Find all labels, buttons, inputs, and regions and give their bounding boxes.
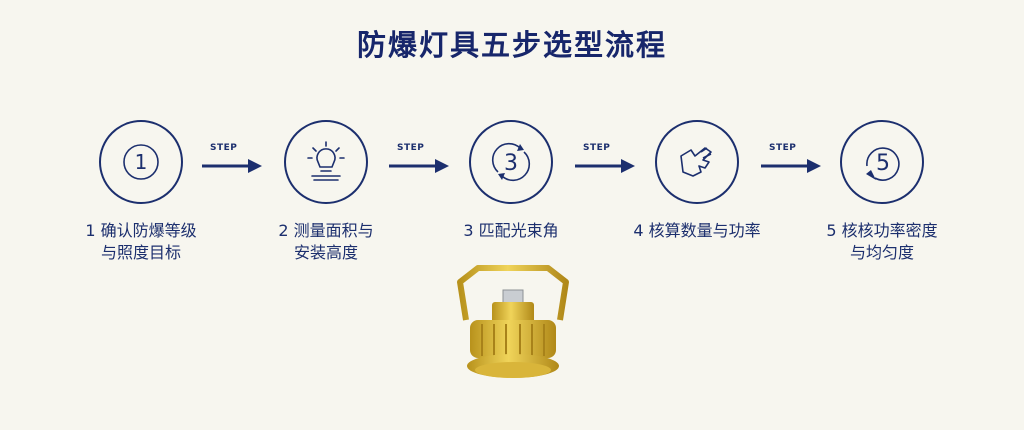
- arrow-right-icon: [761, 159, 821, 173]
- step-5-icon-circle: 5: [840, 120, 924, 204]
- step-arrow-label: STEP: [210, 143, 238, 153]
- step-arrow-4: STEP: [759, 143, 829, 183]
- step-1-digit: 1: [135, 150, 148, 174]
- step-2-label-line2: 安装高度: [293, 243, 358, 262]
- step-5-digit: 5: [876, 151, 890, 176]
- step-arrow-label: STEP: [583, 143, 611, 153]
- explosion-proof-lamp-image: [457, 265, 569, 378]
- step-arrow-1: STEP: [200, 143, 270, 183]
- step-4-label-line1: 4 核算数量与功率: [633, 221, 761, 240]
- step-1-label-line1: 1 确认防爆等级: [85, 221, 197, 240]
- arrow-right-icon: [575, 159, 635, 173]
- arrow-right-icon: [202, 159, 262, 173]
- light-bulb-icon: [307, 141, 345, 181]
- number-five-cycle-icon: 5: [866, 147, 900, 181]
- step-3-digit: 3: [504, 151, 518, 176]
- step-3-label-line1: 3 匹配光束角: [463, 221, 559, 240]
- arrow-right-icon: [389, 159, 449, 173]
- number-three-cycle-icon: 3: [491, 142, 531, 182]
- number-one-icon: 1: [123, 144, 159, 180]
- step-arrow-label: STEP: [397, 143, 425, 153]
- step-4-icon-circle: [655, 120, 739, 204]
- step-3-label: 3 匹配光束角: [431, 220, 591, 242]
- step-5-label: 5 核核功率密度 与均匀度: [802, 220, 962, 264]
- page-title: 防爆灯具五步选型流程: [356, 28, 667, 62]
- step-2-icon-circle: [284, 120, 368, 204]
- step-3-icon-circle: 3: [469, 120, 553, 204]
- step-2-label: 2 测量面积与 安装高度: [246, 220, 406, 264]
- step-arrow-label: STEP: [769, 143, 797, 153]
- step-5-label-line2: 与均匀度: [849, 243, 914, 262]
- step-1-icon-circle: 1: [99, 120, 183, 204]
- step-5-label-line1: 5 核核功率密度: [826, 221, 938, 240]
- step-2-label-line1: 2 测量面积与: [278, 221, 374, 240]
- step-4-label: 4 核算数量与功率: [617, 220, 777, 242]
- step-1-label: 1 确认防爆等级 与照度目标: [61, 220, 221, 264]
- step-1-label-line2: 与照度目标: [100, 243, 181, 262]
- step-arrow-3: STEP: [573, 143, 643, 183]
- hand-calculation-icon: [680, 147, 712, 177]
- step-arrow-2: STEP: [387, 143, 457, 183]
